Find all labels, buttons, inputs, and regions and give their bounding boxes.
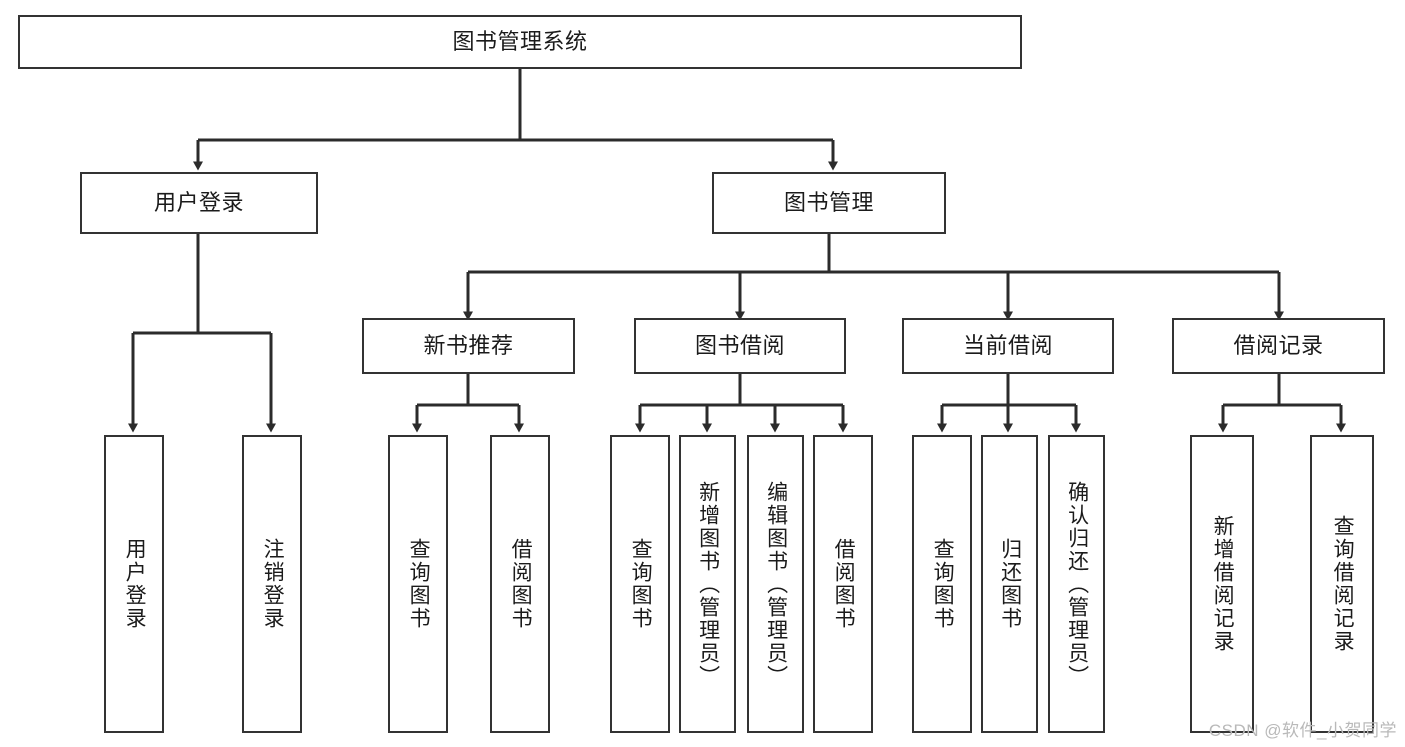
- node-user-login[interactable]: 用户登录: [80, 172, 318, 234]
- leaf-query-borrow-record-label: 查询借阅记录: [1331, 515, 1355, 653]
- watermark: CSDN @软件_小贺同学: [1208, 721, 1397, 740]
- leaf-user-login[interactable]: 用户登录: [104, 435, 164, 733]
- leaf-add-book-admin[interactable]: 新增图书（管理员）: [679, 435, 736, 733]
- node-current-borrow[interactable]: 当前借阅: [902, 318, 1114, 374]
- leaf-edit-book-admin[interactable]: 编辑图书（管理员）: [747, 435, 804, 733]
- leaf-query-borrow-record[interactable]: 查询借阅记录: [1310, 435, 1374, 733]
- leaf-borrow-book-recommend[interactable]: 借阅图书: [490, 435, 550, 733]
- leaf-user-login-label: 用户登录: [123, 538, 147, 630]
- leaf-borrow-book[interactable]: 借阅图书: [813, 435, 873, 733]
- node-root[interactable]: 图书管理系统: [18, 15, 1022, 69]
- node-book-management-label: 图书管理: [783, 189, 874, 215]
- node-new-book-recommend[interactable]: 新书推荐: [362, 318, 575, 374]
- leaf-query-book-recommend[interactable]: 查询图书: [388, 435, 448, 733]
- leaf-query-book-borrow[interactable]: 查询图书: [610, 435, 670, 733]
- leaf-logout[interactable]: 注销登录: [242, 435, 302, 733]
- leaf-query-book-current[interactable]: 查询图书: [912, 435, 972, 733]
- leaf-query-book-borrow-label: 查询图书: [629, 538, 653, 630]
- leaf-logout-label: 注销登录: [261, 538, 285, 630]
- node-book-management[interactable]: 图书管理: [712, 172, 946, 234]
- leaf-return-book-label: 归还图书: [998, 538, 1022, 630]
- leaf-query-book-recommend-label: 查询图书: [407, 538, 431, 630]
- node-borrow-record-label: 借阅记录: [1233, 332, 1324, 358]
- node-user-login-label: 用户登录: [153, 189, 244, 215]
- node-current-borrow-label: 当前借阅: [962, 332, 1053, 358]
- node-book-borrow[interactable]: 图书借阅: [634, 318, 846, 374]
- node-root-label: 图书管理系统: [452, 28, 588, 54]
- leaf-confirm-return-admin[interactable]: 确认归还（管理员）: [1048, 435, 1105, 733]
- node-new-book-recommend-label: 新书推荐: [423, 332, 514, 358]
- leaf-borrow-book-recommend-label: 借阅图书: [509, 538, 533, 630]
- leaf-return-book[interactable]: 归还图书: [981, 435, 1038, 733]
- leaf-add-borrow-record-label: 新增借阅记录: [1211, 515, 1235, 653]
- leaf-query-book-current-label: 查询图书: [931, 538, 955, 630]
- leaf-confirm-return-admin-label: 确认归还（管理员）: [1065, 480, 1089, 688]
- leaf-add-book-admin-label: 新增图书（管理员）: [696, 480, 720, 688]
- leaf-borrow-book-label: 借阅图书: [832, 538, 856, 630]
- leaf-edit-book-admin-label: 编辑图书（管理员）: [764, 480, 788, 688]
- node-borrow-record[interactable]: 借阅记录: [1172, 318, 1385, 374]
- leaf-add-borrow-record[interactable]: 新增借阅记录: [1190, 435, 1254, 733]
- node-book-borrow-label: 图书借阅: [694, 332, 785, 358]
